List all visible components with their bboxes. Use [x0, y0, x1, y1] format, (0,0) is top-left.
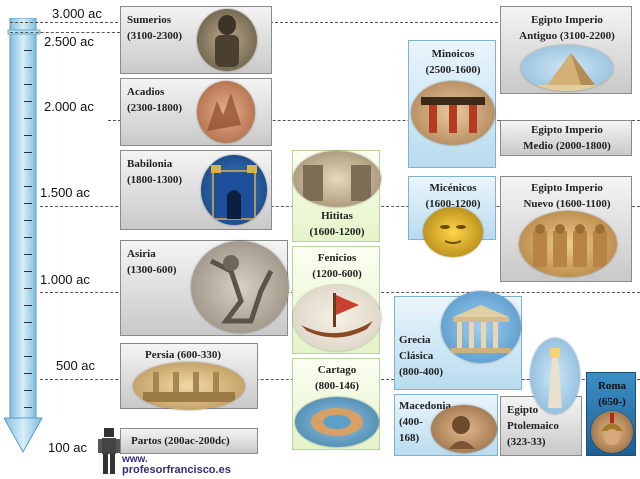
- card-roma: Roma (650-): [586, 372, 636, 456]
- card-partos: Partos (200ac-200dc): [120, 428, 258, 454]
- card-egipto-nuevo: Egipto Imperio Nuevo (1600-1100): [500, 176, 632, 282]
- period-line: [10, 32, 120, 33]
- carthage-harbor-icon: [295, 397, 379, 447]
- minoicos-dates: (2500-1600): [425, 64, 481, 76]
- ishtar-gate-icon: [201, 155, 267, 225]
- lighthouse-icon: [530, 338, 580, 414]
- persepolis-icon: [133, 362, 245, 410]
- card-babilonia: Babilonia (1800-1300): [120, 150, 272, 230]
- akkadian-stele-icon: [197, 81, 255, 143]
- egipto-nuevo-line2: Nuevo (1600-1100): [523, 198, 611, 210]
- sumerios-name: Sumerios: [127, 14, 171, 26]
- scale-label-500: 500 ac: [56, 358, 96, 373]
- parthenon-icon: [441, 291, 521, 363]
- macedonia-line2: (400-: [399, 416, 423, 428]
- hititas-dates: (1600-1200): [309, 226, 365, 238]
- acadios-dates: (2300-1800): [127, 102, 182, 114]
- knossos-palace-icon: [411, 81, 495, 145]
- egipto-antiguo-line2: Antiguo (3100-2200): [519, 30, 615, 42]
- egipto-antiguo-line1: Egipto Imperio: [531, 14, 603, 26]
- egipto-ptolemaico-line3: (323-33): [507, 436, 546, 448]
- grecia-dates: (800-400): [399, 366, 443, 378]
- card-macedonia: Macedonia (400- 168): [394, 394, 498, 456]
- roma-name: Roma: [597, 380, 627, 392]
- card-fenicios: Fenicios (1200-600): [292, 246, 381, 354]
- footer-url-prefix: www.: [122, 454, 148, 465]
- micenicos-dates: (1600-1200): [425, 198, 481, 210]
- partos-label: Partos (200ac-200dc): [131, 435, 230, 447]
- cartago-dates: (800-146): [315, 380, 359, 392]
- alexander-mosaic-icon: [431, 405, 497, 453]
- scale-label-2000: 2.000 ac: [44, 99, 94, 114]
- scale-label-100: 100 ac: [48, 440, 88, 455]
- persia-label: Persia (600-330): [145, 349, 222, 361]
- card-grecia: Grecia Clásica (800-400): [394, 291, 522, 390]
- macedonia-line1: Macedonia: [399, 400, 451, 412]
- lion-gate-icon: [293, 151, 381, 207]
- card-sumerios: Sumerios (3100-2300): [120, 6, 272, 74]
- abu-simbel-icon: [519, 211, 617, 277]
- sumerian-statue-icon: [197, 9, 257, 71]
- card-persia: Persia (600-330): [120, 343, 258, 410]
- card-acadios: Acadios (2300-1800): [120, 78, 272, 146]
- card-micenicos: Micénicos (1600-1200): [408, 176, 496, 257]
- scale-label-1000: 1.000 ac: [40, 272, 90, 287]
- hititas-name: Hititas: [321, 210, 353, 222]
- pyramid-icon: [521, 45, 613, 91]
- robot-logo-icon: [98, 428, 120, 474]
- phoenician-ship-icon: [293, 285, 381, 351]
- micenicos-name: Micénicos: [429, 182, 477, 194]
- card-minoicos: Minoicos (2500-1600): [408, 40, 496, 168]
- scale-label-2500: 2.500 ac: [44, 34, 94, 49]
- assyrian-relief-icon: [191, 241, 289, 333]
- card-cartago: Cartago (800-146): [292, 358, 380, 450]
- sumerios-dates: (3100-2300): [127, 30, 182, 42]
- scale-label-1500: 1.500 ac: [40, 185, 90, 200]
- babilonia-dates: (1800-1300): [127, 174, 182, 186]
- period-line: [108, 120, 640, 121]
- golden-mask-icon: [423, 207, 483, 257]
- minoicos-name: Minoicos: [431, 48, 475, 60]
- fenicios-name: Fenicios: [317, 252, 357, 264]
- cartago-name: Cartago: [317, 364, 357, 376]
- fenicios-dates: (1200-600): [312, 268, 362, 280]
- babilonia-name: Babilonia: [127, 158, 173, 170]
- card-egipto-antiguo: Egipto Imperio Antiguo (3100-2200): [500, 6, 632, 94]
- card-asiria: Asiria (1300-600): [120, 240, 289, 336]
- egipto-nuevo-line1: Egipto Imperio: [531, 182, 603, 194]
- egipto-medio-line1: Egipto Imperio: [531, 124, 603, 136]
- card-egipto-medio: Egipto Imperio Medio (2000-1800): [500, 120, 632, 156]
- scale-label-3000: 3.000 ac: [52, 6, 102, 21]
- roma-dates: (650-): [598, 396, 626, 408]
- acadios-name: Acadios: [127, 86, 165, 98]
- egipto-medio-line2: Medio (2000-1800): [523, 140, 611, 152]
- egipto-ptolemaico-line1: Egipto: [507, 404, 539, 416]
- card-hititas: Hititas (1600-1200): [292, 150, 381, 242]
- asiria-name: Asiria: [127, 248, 156, 260]
- grecia-line1: Grecia: [399, 334, 431, 346]
- asiria-dates: (1300-600): [127, 264, 177, 276]
- egipto-ptolemaico-line2: Ptolemaico: [507, 420, 559, 432]
- footer-url[interactable]: profesorfrancisco.es: [122, 464, 231, 476]
- grecia-line2: Clásica: [399, 350, 434, 362]
- macedonia-line3: 168): [399, 432, 420, 444]
- roman-soldier-icon: [591, 411, 633, 453]
